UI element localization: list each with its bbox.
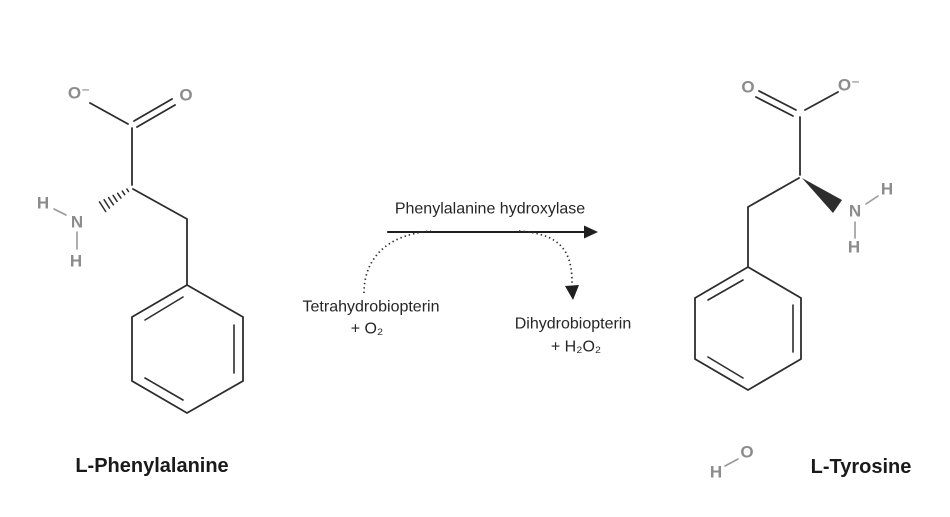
cofactor-arc-out [518, 230, 573, 288]
phenylalanine-hashed-wedge-bond [98, 188, 130, 213]
tyrosine-nh-bonds [854, 195, 879, 239]
cofactor-in-line2: + O₂ [351, 321, 383, 338]
phenylalanine-structure: O⁻ O H N H L-Phenylalanine [37, 84, 244, 477]
phenylalanine-ring-double-bonds [144, 296, 235, 401]
tyrosine-structure: O O⁻ H N H O H L-Tyrosine [694, 76, 912, 482]
hydroxyl-o-label: O [740, 443, 753, 462]
carbonyl-o-label: O [741, 78, 754, 97]
phenylalanine-nh-bonds [53, 208, 78, 250]
amine-h-bottom-label: H [848, 238, 860, 257]
reactant-name: L-Phenylalanine [75, 455, 228, 477]
cofactor-arc-arrowhead [565, 285, 579, 300]
carboxylate-o-minus-label: O⁻ [838, 76, 860, 95]
amine-h-side-label: H [881, 180, 893, 199]
enzyme-label: Phenylalanine hydroxylase [395, 201, 585, 218]
amine-h-bottom-label: H [70, 252, 82, 271]
tyrosine-bonds [747, 90, 839, 268]
hydroxyl-h-label: H [710, 463, 722, 482]
cofactor-out-line2: + H₂O₂ [551, 339, 601, 356]
product-name: L-Tyrosine [811, 456, 912, 478]
phenylalanine-bonds [89, 98, 188, 286]
tyrosine-oh-bond [724, 458, 739, 467]
amine-n-label: N [849, 202, 861, 221]
reaction-arrow-head [584, 225, 598, 239]
cofactor-arc-in [363, 230, 432, 294]
tyrosine-solid-wedge-bond [802, 178, 842, 213]
amine-h-side-label: H [37, 194, 49, 213]
tyrosine-benzene-ring [694, 265, 802, 392]
amine-n-label: N [71, 213, 83, 232]
cofactor-in-line1: Tetrahydrobiopterin [303, 299, 440, 316]
cofactor-out-line1: Dihydrobiopterin [515, 316, 632, 333]
reaction-arrow-group: Phenylalanine hydroxylase Tetrahydrobiop… [303, 201, 632, 356]
carboxylate-o-minus-label: O⁻ [68, 84, 90, 103]
tyrosine-ring-double-bonds [707, 279, 794, 379]
carbonyl-o-label: O [179, 86, 192, 105]
phenylalanine-benzene-ring [131, 283, 244, 415]
